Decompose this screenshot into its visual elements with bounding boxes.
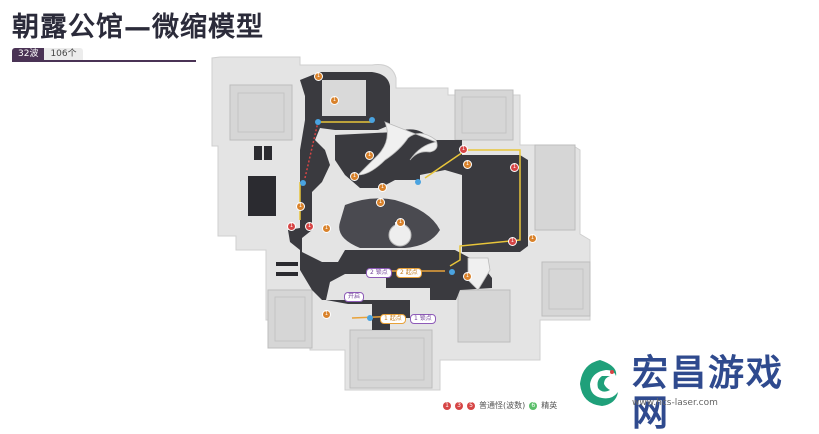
enemy-marker[interactable]: 1 <box>528 234 537 243</box>
enemy-marker[interactable]: 1 <box>296 202 305 211</box>
enemy-marker[interactable]: 1 <box>314 72 323 81</box>
route-point-2-label: 2 锁点 <box>366 268 392 278</box>
enemy-routes <box>299 121 521 319</box>
enemy-marker[interactable]: 1 <box>322 310 331 319</box>
route-start-1-label: 1 起点 <box>380 314 406 324</box>
legend-red-dot-1: 1 <box>443 401 451 410</box>
dragon-logo-icon <box>580 360 618 406</box>
elite-marker[interactable]: 1 <box>459 145 468 154</box>
elite-marker[interactable]: 1 <box>287 222 296 231</box>
enemy-marker[interactable]: 1 <box>463 160 472 169</box>
title-underline <box>12 60 196 62</box>
legend: 1 3 5 普通怪(波数) 6 精英 <box>443 400 557 411</box>
enemy-marker[interactable]: 1 <box>322 224 331 233</box>
page-title: 朝露公馆—微缩模型 <box>12 12 264 43</box>
inner-features <box>322 80 440 248</box>
enemy-marker[interactable]: 1 <box>376 198 385 207</box>
white-pathway <box>357 121 491 291</box>
wave-count-tag: 32波 <box>12 48 45 60</box>
elite-marker[interactable]: 1 <box>508 237 517 246</box>
watermark-name: 宏昌游戏网 <box>632 353 785 434</box>
wave-tags: 32波 106个 <box>12 48 83 60</box>
enemy-marker[interactable]: 1 <box>350 172 359 181</box>
enemy-count-tag: 106个 <box>44 48 83 60</box>
enemy-marker[interactable]: 1 <box>365 151 374 160</box>
route-point-1-label: 1 锁点 <box>410 314 436 324</box>
legend-elite-label: 精英 <box>541 401 558 410</box>
dark-blocks <box>248 146 298 276</box>
elite-marker[interactable]: 1 <box>510 163 519 172</box>
legend-red-dot-2: 3 <box>455 401 463 410</box>
enemy-marker[interactable]: 1 <box>378 183 387 192</box>
legend-normal-label: 普通怪(波数) <box>479 401 526 410</box>
elite-marker[interactable]: 1 <box>305 222 314 231</box>
watermark-url: www.hcs-laser.com <box>632 398 718 408</box>
enemy-marker[interactable]: 1 <box>463 272 472 281</box>
map-view[interactable] <box>0 0 819 418</box>
legend-red-dot-3: 5 <box>467 401 475 410</box>
purple-tag-label: 开启 <box>344 292 365 302</box>
watermark: 宏昌游戏网 www.hcs-laser.com <box>572 352 812 434</box>
enemy-marker[interactable]: 1 <box>330 96 339 105</box>
spawn-points <box>300 117 455 321</box>
enemy-marker[interactable]: 1 <box>396 218 405 227</box>
legend-green-dot: 6 <box>529 401 538 410</box>
route-start-2-label: 2 起点 <box>396 268 422 278</box>
